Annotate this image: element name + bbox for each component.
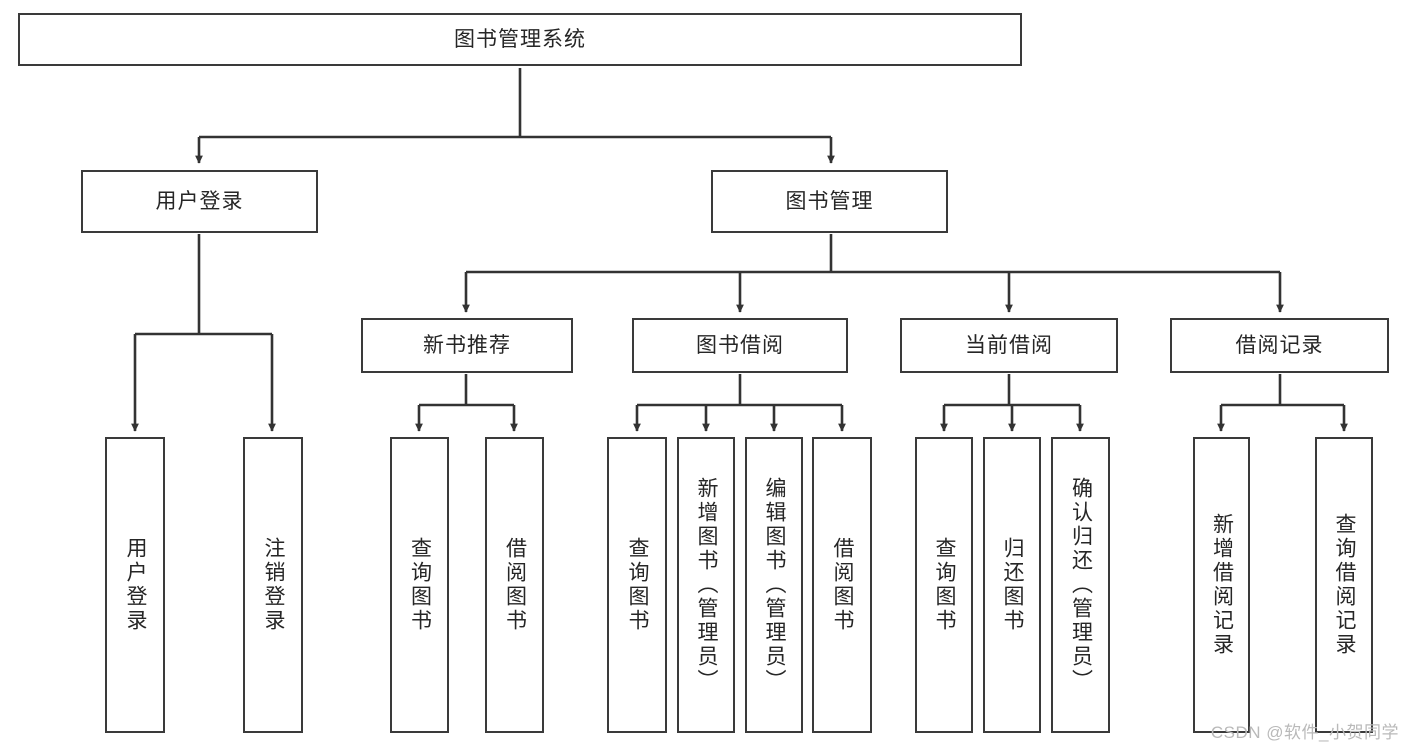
node-label: 归还图书	[1001, 537, 1025, 633]
node-label: 编辑图书（管理员）	[763, 477, 787, 693]
node-root-book-management-system[interactable]: 图书管理系统	[18, 13, 1022, 66]
leaf-new-book-query-book[interactable]: 查询图书	[390, 437, 449, 733]
node-label: 图书管理	[785, 189, 874, 213]
node-label: 借阅图书	[831, 537, 855, 633]
node-label: 当前借阅	[965, 333, 1053, 357]
node-label: 图书借阅	[696, 333, 784, 357]
leaf-borrow-record-add-record[interactable]: 新增借阅记录	[1193, 437, 1250, 733]
leaf-current-borrow-return-book[interactable]: 归还图书	[983, 437, 1041, 733]
node-book-management[interactable]: 图书管理	[711, 170, 948, 233]
node-book-borrow[interactable]: 图书借阅	[632, 318, 848, 373]
leaf-book-borrow-edit-book-admin[interactable]: 编辑图书（管理员）	[745, 437, 803, 733]
leaf-book-borrow-query-book[interactable]: 查询图书	[607, 437, 667, 733]
node-label: 确认归还（管理员）	[1069, 477, 1093, 693]
node-label: 查询图书	[626, 537, 650, 633]
node-label: 查询图书	[933, 537, 957, 633]
leaf-current-borrow-query-book[interactable]: 查询图书	[915, 437, 973, 733]
leaf-user-login-logout[interactable]: 注销登录	[243, 437, 303, 733]
node-new-book-recommend[interactable]: 新书推荐	[361, 318, 573, 373]
leaf-book-borrow-borrow-book[interactable]: 借阅图书	[812, 437, 872, 733]
leaf-current-borrow-confirm-return-admin[interactable]: 确认归还（管理员）	[1051, 437, 1110, 733]
node-label: 查询图书	[408, 537, 432, 633]
node-label: 用户登录	[155, 189, 244, 213]
node-label: 用户登录	[124, 537, 148, 633]
leaf-book-borrow-add-book-admin[interactable]: 新增图书（管理员）	[677, 437, 735, 733]
watermark-text: CSDN @软件_小贺同学	[1210, 723, 1399, 742]
leaf-user-login-login[interactable]: 用户登录	[105, 437, 165, 733]
node-label: 借阅记录	[1235, 333, 1324, 357]
node-label: 注销登录	[262, 537, 286, 633]
node-label: 新增图书（管理员）	[695, 477, 719, 693]
node-label: 图书管理系统	[454, 27, 586, 51]
node-label: 借阅图书	[503, 537, 527, 633]
leaf-new-book-borrow-book[interactable]: 借阅图书	[485, 437, 544, 733]
node-label: 新增借阅记录	[1210, 513, 1234, 657]
node-current-borrow[interactable]: 当前借阅	[900, 318, 1118, 373]
leaf-borrow-record-query-record[interactable]: 查询借阅记录	[1315, 437, 1373, 733]
node-borrow-record[interactable]: 借阅记录	[1170, 318, 1389, 373]
node-label: 新书推荐	[423, 333, 511, 357]
node-user-login[interactable]: 用户登录	[81, 170, 318, 233]
node-label: 查询借阅记录	[1333, 513, 1357, 657]
